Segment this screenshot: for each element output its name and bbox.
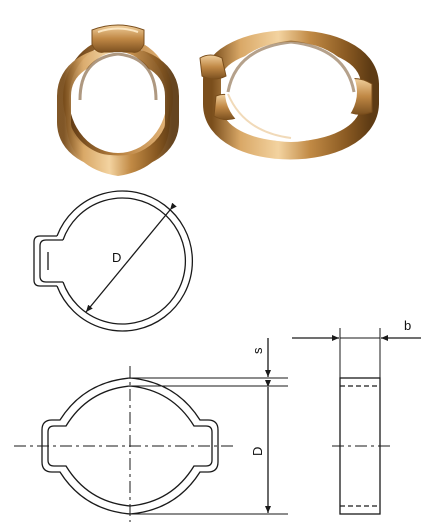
top-view-diameter-label: D (112, 250, 121, 265)
front-view-drawing (14, 338, 288, 522)
side-view-drawing (292, 328, 421, 515)
single-ear-clamp-photo (57, 24, 179, 176)
double-ear-clamp-photo (199, 30, 379, 160)
width-label: b (404, 318, 411, 333)
front-view-diameter-label: D (250, 447, 265, 456)
thickness-label: s (250, 347, 265, 354)
top-view-drawing (33, 190, 194, 332)
